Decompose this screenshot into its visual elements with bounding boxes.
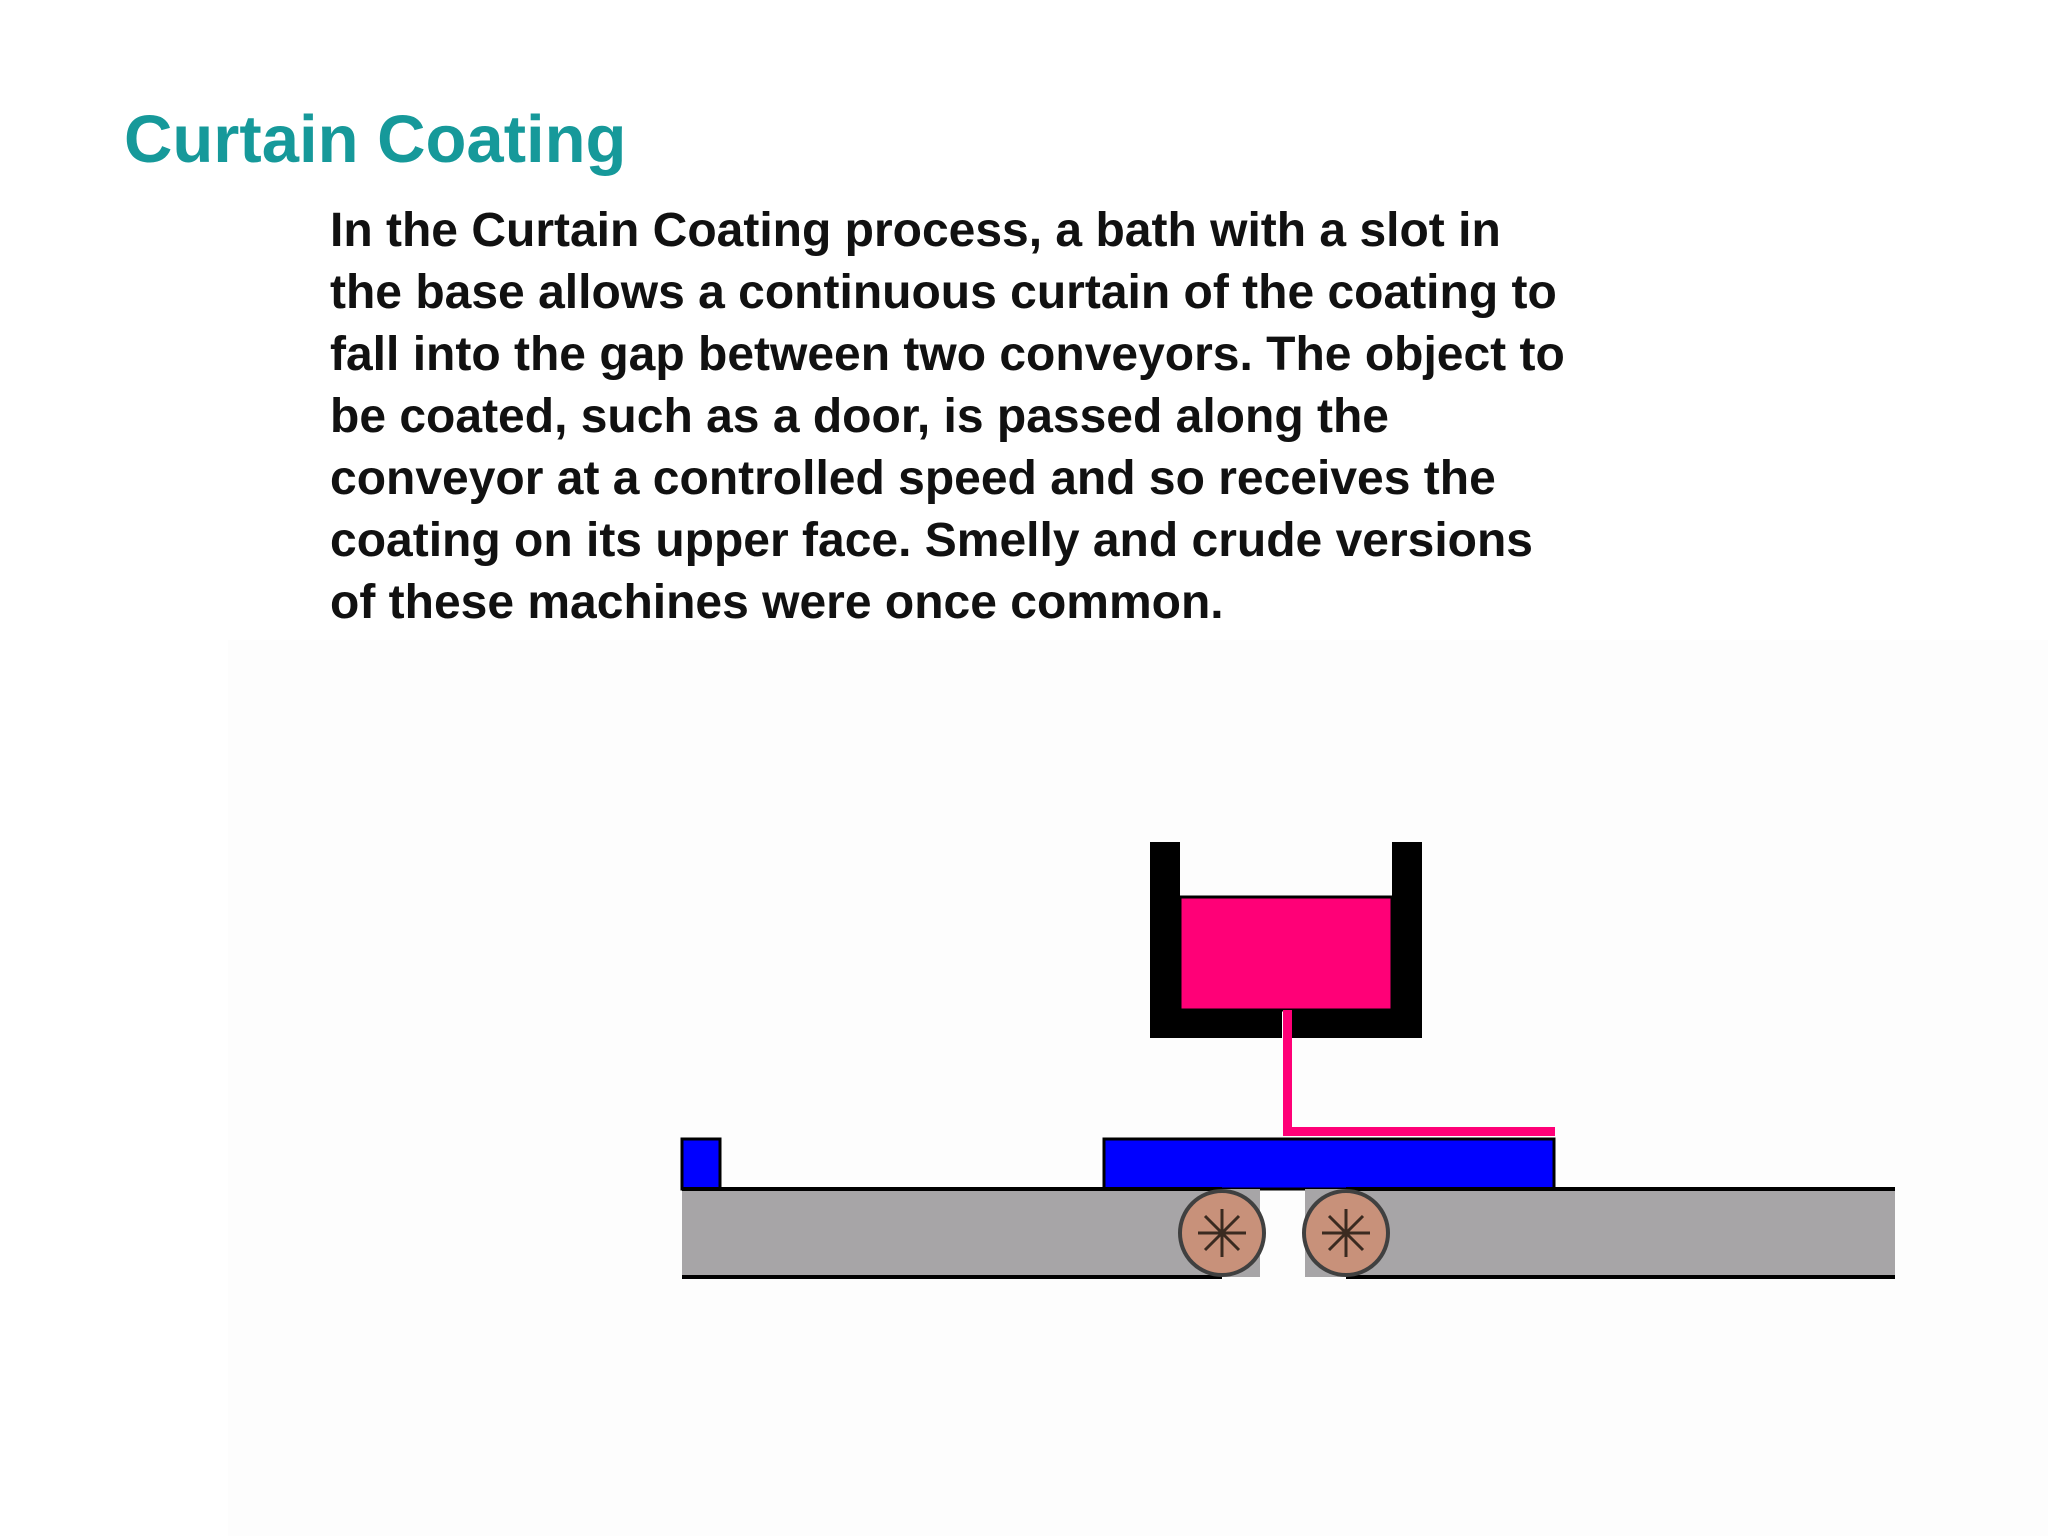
body-line: the base allows a continuous curtain of …: [330, 266, 1557, 319]
body-line: coating on its upper face. Smelly and cr…: [330, 514, 1533, 567]
bath-left-wall: [1150, 842, 1180, 1038]
bath-right-wall: [1392, 842, 1422, 1038]
left-conveyor: [682, 1187, 1266, 1279]
body-line: of these machines were once common.: [330, 576, 1224, 629]
slide-background: [228, 640, 2048, 1536]
bath-base-left: [1150, 1010, 1282, 1038]
right-conveyor: [1302, 1187, 1895, 1279]
body-line: conveyor at a controlled speed and so re…: [330, 452, 1496, 505]
body-line: fall into the gap between two conveyors.…: [330, 328, 1565, 381]
slide-body-text: In the Curtain Coating process, a bath w…: [330, 200, 1710, 634]
coating-layer: [1283, 1127, 1555, 1136]
roller-spokes: [1198, 1209, 1246, 1257]
coated-object: [1102, 1137, 1556, 1191]
coating-curtain: [1283, 1010, 1292, 1135]
roller-spokes: [1322, 1209, 1370, 1257]
incoming-object: [680, 1137, 722, 1191]
body-line: be coated, such as a door, is passed alo…: [330, 390, 1389, 443]
slide-title: Curtain Coating: [124, 102, 627, 177]
coating-liquid: [1178, 895, 1394, 1012]
body-line: In the Curtain Coating process, a bath w…: [330, 204, 1501, 257]
bath-icon: [1150, 842, 1422, 1038]
bath-base-right: [1292, 1010, 1422, 1038]
